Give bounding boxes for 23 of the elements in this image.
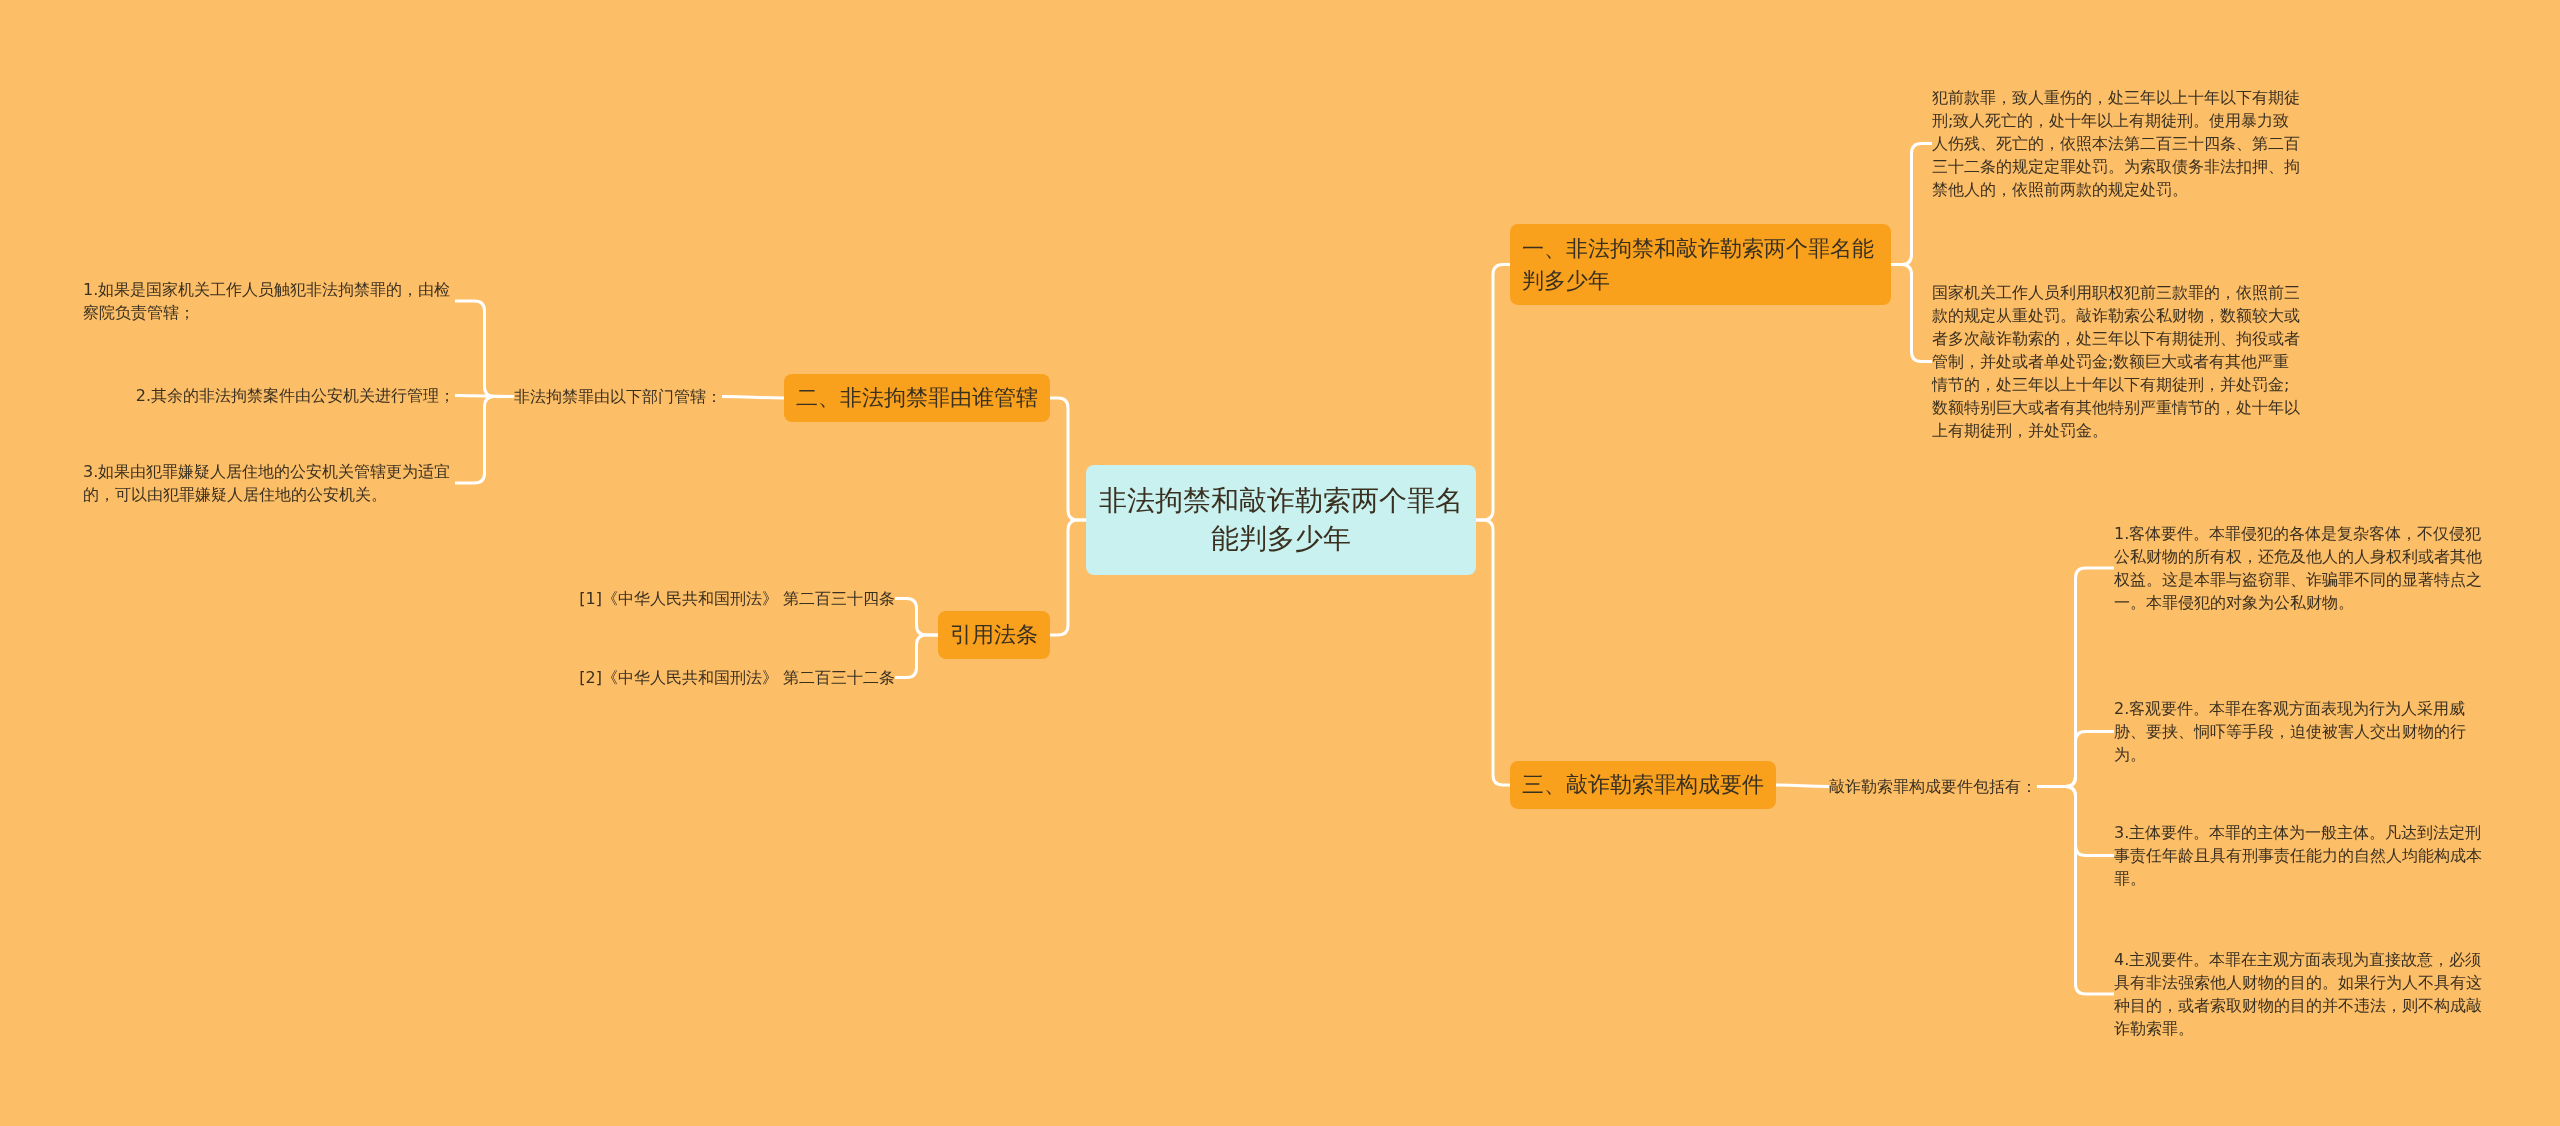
note-text: [2]《中华人民共和国刑法》 第二百三十二条 [579, 666, 895, 689]
central-topic-box: 非法拘禁和敲诈勒索两个罪名能判多少年 [1086, 465, 1476, 575]
note-text: 4.主观要件。本罪在主观方面表现为直接故意，必须具有非法强索他人财物的目的。如果行为人不具有这种目的，或者索取财物的目的并不违法，则不构成敲诈勒索罪。 [2114, 948, 2486, 1040]
connector-line [2037, 785, 2114, 996]
topic-box: 三、敲诈勒索罪构成要件 [1510, 761, 1776, 809]
note-text: 1.客体要件。本罪侵犯的各体是复杂客体，不仅侵犯公私财物的所有权，还危及他人的人身权利或者其他权益。这是本罪与盗窃罪、诈骗罪不同的显著特点之一。本罪侵犯的对象为公私财物。 [2114, 522, 2486, 614]
connector-line [1776, 783, 1829, 788]
note-text: 敲诈勒索罪构成要件包括有： [1829, 775, 2037, 798]
note-text: 3.如果由犯罪嫌疑人居住地的公安机关管辖更为适宜的，可以由犯罪嫌疑人居住地的公安机关。 [83, 460, 455, 506]
connector-line [722, 395, 784, 400]
note-text: 非法拘禁罪由以下部门管辖： [514, 385, 722, 408]
note-text: 国家机关工作人员利用职权犯前三款罪的，依照前三款的规定从重处罚。敲诈勒索公私财物，数额较大或者多次敲诈勒索的，处三年以下有期徒刑、拘役或者管制，并处或者单处罚金;数额巨大或者有其他严重情节的，处三年以上十年以下有期徒刑，并处罚金;数额特别巨大或者有其他特别严重情节的，处十年以上有期徒刑，并处罚金。 [1932, 281, 2304, 442]
connector-line [1050, 518, 1086, 637]
note-text: 犯前款罪，致人重伤的，处三年以上十年以下有期徒刑;致人死亡的，处十年以上有期徒刑。使用暴力致人伤残、死亡的，依照本法第二百三十四条、第二百三十二条的规定定罪处罚。为索取债务非法扣押、拘禁他人的，依照前两款的规定处罚。 [1932, 86, 2304, 201]
topic-box: 二、非法拘禁罪由谁管辖 [784, 374, 1050, 422]
connector-line [895, 633, 938, 679]
topic-box: 引用法条 [938, 611, 1050, 659]
note-text: [1]《中华人民共和国刑法》 第二百三十四条 [579, 587, 895, 610]
note-text: 2.客观要件。本罪在客观方面表现为行为人采用威胁、要挟、恫吓等手段，迫使被害人交出财物的行为。 [2114, 697, 2486, 766]
note-text: 1.如果是国家机关工作人员触犯非法拘禁罪的，由检察院负责管辖； [83, 278, 455, 324]
note-text: 2.其余的非法拘禁案件由公安机关进行管理； [135, 384, 455, 407]
note-text: 3.主体要件。本罪的主体为一般主体。凡达到法定刑事责任年龄且具有刑事责任能力的自然人均能构成本罪。 [2114, 821, 2486, 890]
topic-box: 一、非法拘禁和敲诈勒索两个罪名能判多少年 [1510, 224, 1891, 305]
